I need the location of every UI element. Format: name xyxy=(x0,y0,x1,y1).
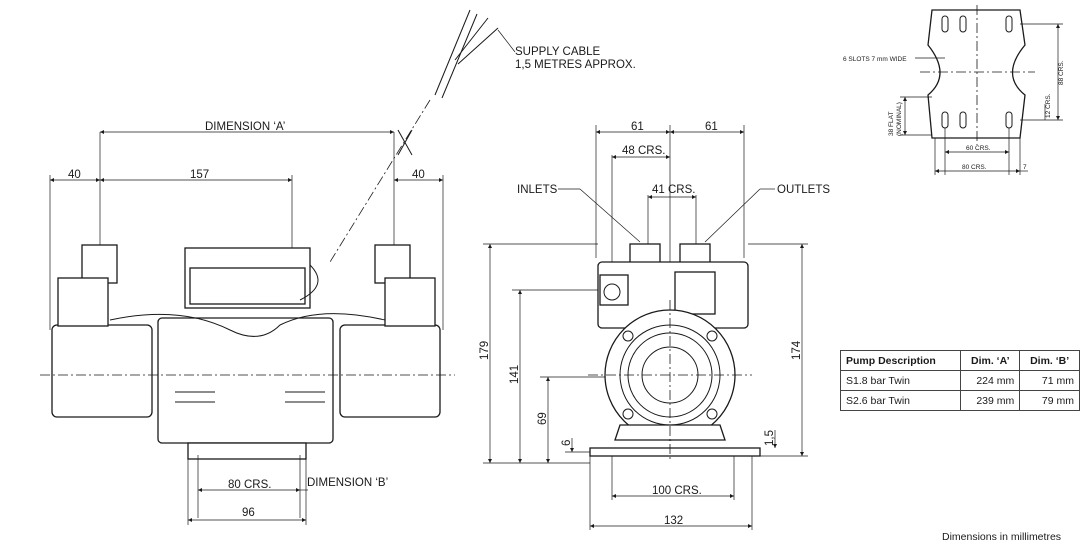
supply-cable-label: SUPPLY CABLE xyxy=(515,46,601,58)
table-cell: S2.6 bar Twin xyxy=(839,390,962,411)
table-header-dim-a: Dim. ‘A’ xyxy=(960,350,1021,371)
dim-38-flat: 38 FLAT xyxy=(888,112,895,136)
table-cell: 79 mm xyxy=(1019,390,1080,411)
foot-dim-60-crs: 60 CRS. xyxy=(966,145,991,152)
table-cell: 239 mm xyxy=(960,390,1021,411)
dim-left-61: 61 xyxy=(631,121,644,133)
foot-dim-80-crs: 80 CRS. xyxy=(962,164,987,171)
dim-right-40: 40 xyxy=(412,169,425,181)
dim-157: 157 xyxy=(190,169,209,181)
dim-88-crs: 88 CRS. xyxy=(1058,60,1065,85)
dim-right-61: 61 xyxy=(705,121,718,133)
units-note: Dimensions in millimetres xyxy=(942,531,1062,543)
outlets-label: OUTLETS xyxy=(777,184,830,196)
table-cell: S1.8 bar Twin xyxy=(839,370,962,391)
dim-96: 96 xyxy=(242,507,255,519)
front-view: DIMENSION ‘A’ 40 157 40 SUPPLY CABLE 1,5… xyxy=(40,9,636,525)
dim-132: 132 xyxy=(664,515,683,527)
table-cell: 71 mm xyxy=(1019,370,1080,391)
dim-nominal: (NOMINAL) xyxy=(896,102,903,136)
table-header-dim-b: Dim. ‘B’ xyxy=(1019,350,1080,371)
dim-174: 174 xyxy=(791,340,803,360)
table-header-row: Pump Description Dim. ‘A’ Dim. ‘B’ xyxy=(839,350,1080,371)
slots-label: 6 SLOTS 7 mm WIDE xyxy=(843,56,907,63)
dim-12-crs: 12 CRS. xyxy=(1045,93,1052,118)
inlets-label: INLETS xyxy=(517,184,558,196)
side-view: 61 61 48 CRS. 41 CRS. INLETS OUTLETS xyxy=(479,121,830,530)
dim-48-crs: 48 CRS. xyxy=(622,145,665,157)
pump-dimension-table: Pump Description Dim. ‘A’ Dim. ‘B’ S1.8 … xyxy=(839,350,1080,411)
dim-41-crs: 41 CRS. xyxy=(652,184,695,196)
dim-179: 179 xyxy=(479,341,491,360)
dim-1-5: 1,5 xyxy=(764,430,776,446)
dim-80-crs: 80 CRS. xyxy=(228,479,271,491)
dim-6: 6 xyxy=(561,440,573,446)
table-row: S1.8 bar Twin 224 mm 71 mm xyxy=(839,370,1080,391)
dimension-a-label: DIMENSION ‘A’ xyxy=(205,121,285,133)
supply-cable-length: 1,5 METRES APPROX. xyxy=(515,59,636,71)
foot-dim-7: 7 xyxy=(1023,164,1027,171)
table-row: S2.6 bar Twin 239 mm 79 mm xyxy=(839,390,1080,411)
foot-plan: 6 SLOTS 7 mm WIDE 88 CRS. 12 CRS. 38 FLA… xyxy=(843,5,1065,175)
dim-100-crs: 100 CRS. xyxy=(652,485,702,497)
table-header-pump-description: Pump Description xyxy=(839,350,962,371)
dim-69: 69 xyxy=(537,412,549,425)
dim-left-40: 40 xyxy=(68,169,81,181)
dim-141: 141 xyxy=(509,365,521,384)
table-cell: 224 mm xyxy=(960,370,1021,391)
dimension-b-label: DIMENSION ‘B’ xyxy=(307,477,388,489)
